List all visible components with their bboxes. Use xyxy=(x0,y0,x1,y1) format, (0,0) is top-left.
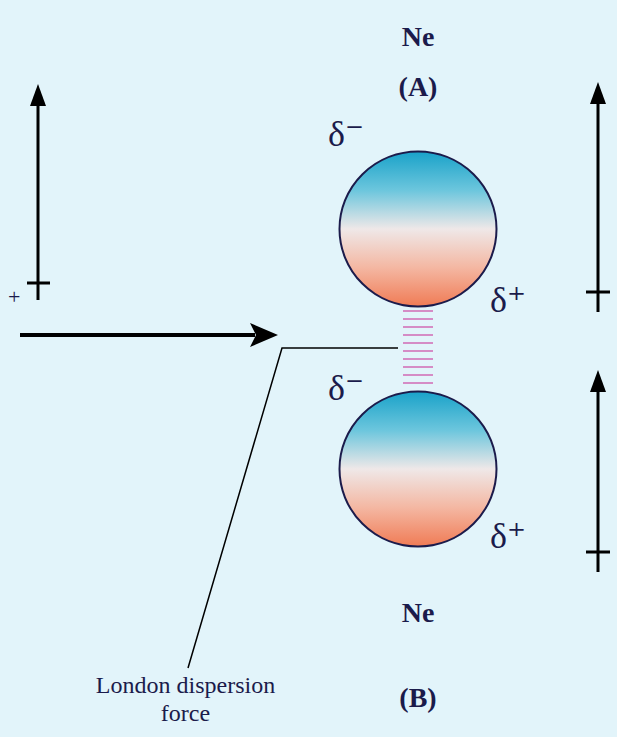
atom-name: Ne (A) xyxy=(399,12,438,112)
partial-charge: δ⁻ xyxy=(328,368,364,408)
dipole-arrow xyxy=(586,82,610,572)
atom-outline xyxy=(338,390,498,548)
atom-name: Ne (B) xyxy=(399,570,436,737)
pointer-arrow xyxy=(20,323,278,347)
charge-sign: + xyxy=(8,284,20,309)
partial-charge: δ⁺ xyxy=(490,516,526,556)
dispersion-bond xyxy=(418,310,419,388)
force-label: London dispersion force xyxy=(78,672,293,727)
partial-charge: δ⁺ xyxy=(490,280,526,320)
atom-circle: δ⁻δ⁺Ne (B) xyxy=(338,390,498,548)
atom-outline xyxy=(338,150,498,308)
partial-charge: δ⁻ xyxy=(328,114,364,154)
dipole-arrow xyxy=(27,84,50,300)
atom-circle: Ne (A)δ⁻δ⁺ xyxy=(338,150,498,308)
